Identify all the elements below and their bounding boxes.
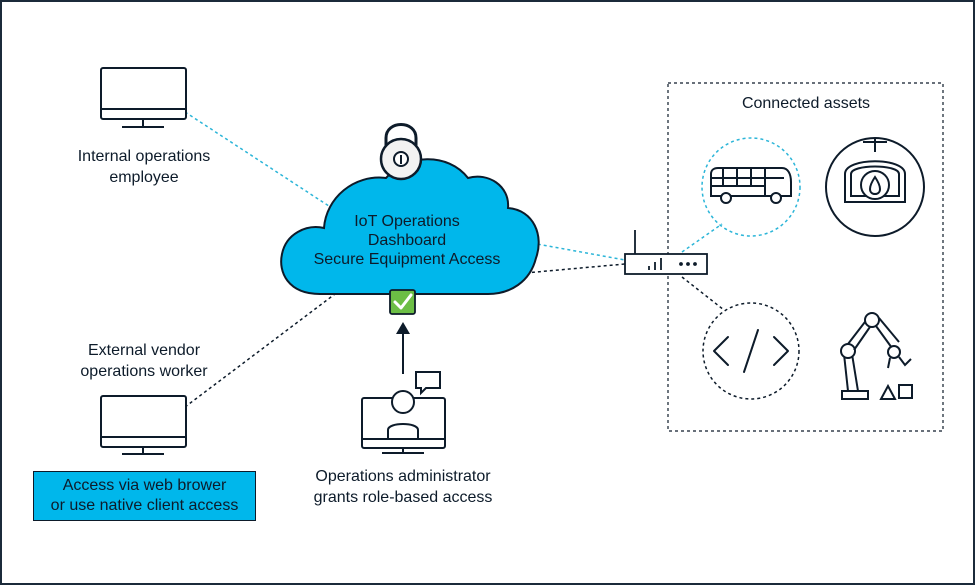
admin-monitor-icon: [361, 390, 446, 454]
tank-icon: [844, 139, 906, 203]
admin-arrow: [396, 322, 410, 374]
connector-internal-cloud: [184, 111, 339, 213]
access-note-line-1: Access via web brower: [62, 477, 227, 494]
connected-assets-frame: [667, 82, 944, 432]
cloud-label: IoT Operations Dashboard Secure Equipmen…: [292, 212, 522, 269]
code-asset-ring: [702, 302, 800, 400]
external-vendor-label: External vendor operations worker: [42, 340, 246, 382]
external-vendor-label-line-1: External vendor: [87, 342, 201, 359]
cloud-label-line-3: Secure Equipment Access: [313, 251, 501, 268]
connector-cloud-gateway-cyan: [525, 241, 626, 261]
connector-gateway-bus: [681, 223, 723, 253]
external-vendor-label-line-2: operations worker: [80, 363, 208, 380]
external-monitor-icon: [100, 395, 187, 455]
connector-cloud-gateway-navy: [513, 263, 626, 275]
connector-gateway-code: [681, 276, 725, 311]
bus-icon: [710, 167, 792, 204]
cloud-shape: [280, 158, 540, 295]
administrator-label: Operations administrator grants role-bas…: [292, 466, 514, 508]
cloud-label-line-1: IoT Operations: [354, 213, 460, 230]
code-icon: [713, 329, 789, 373]
access-note-box: Access via web brower or use native clie…: [33, 471, 256, 521]
access-note-line-2: or use native client access: [50, 497, 239, 514]
robot-arm-icon: [840, 312, 913, 400]
internal-employee-label-line-2: employee: [109, 169, 179, 186]
internal-monitor-icon: [100, 67, 187, 128]
internal-employee-label: Internal operations employee: [42, 146, 246, 188]
administrator-label-line-1: Operations administrator: [315, 468, 491, 485]
tank-asset-ring: [825, 137, 925, 237]
bus-asset-ring: [701, 137, 801, 237]
internal-employee-label-line-1: Internal operations: [77, 148, 211, 165]
connected-assets-label: Connected assets: [741, 95, 871, 112]
cloud-label-line-2: Dashboard: [367, 232, 447, 249]
checkmark-icon: [389, 289, 416, 315]
speech-bubble-icon: [415, 371, 441, 396]
administrator-label-line-2: grants role-based access: [313, 489, 493, 506]
padlock-icon: [379, 123, 423, 181]
connector-external-cloud: [184, 293, 336, 408]
router-icon: [624, 230, 708, 275]
